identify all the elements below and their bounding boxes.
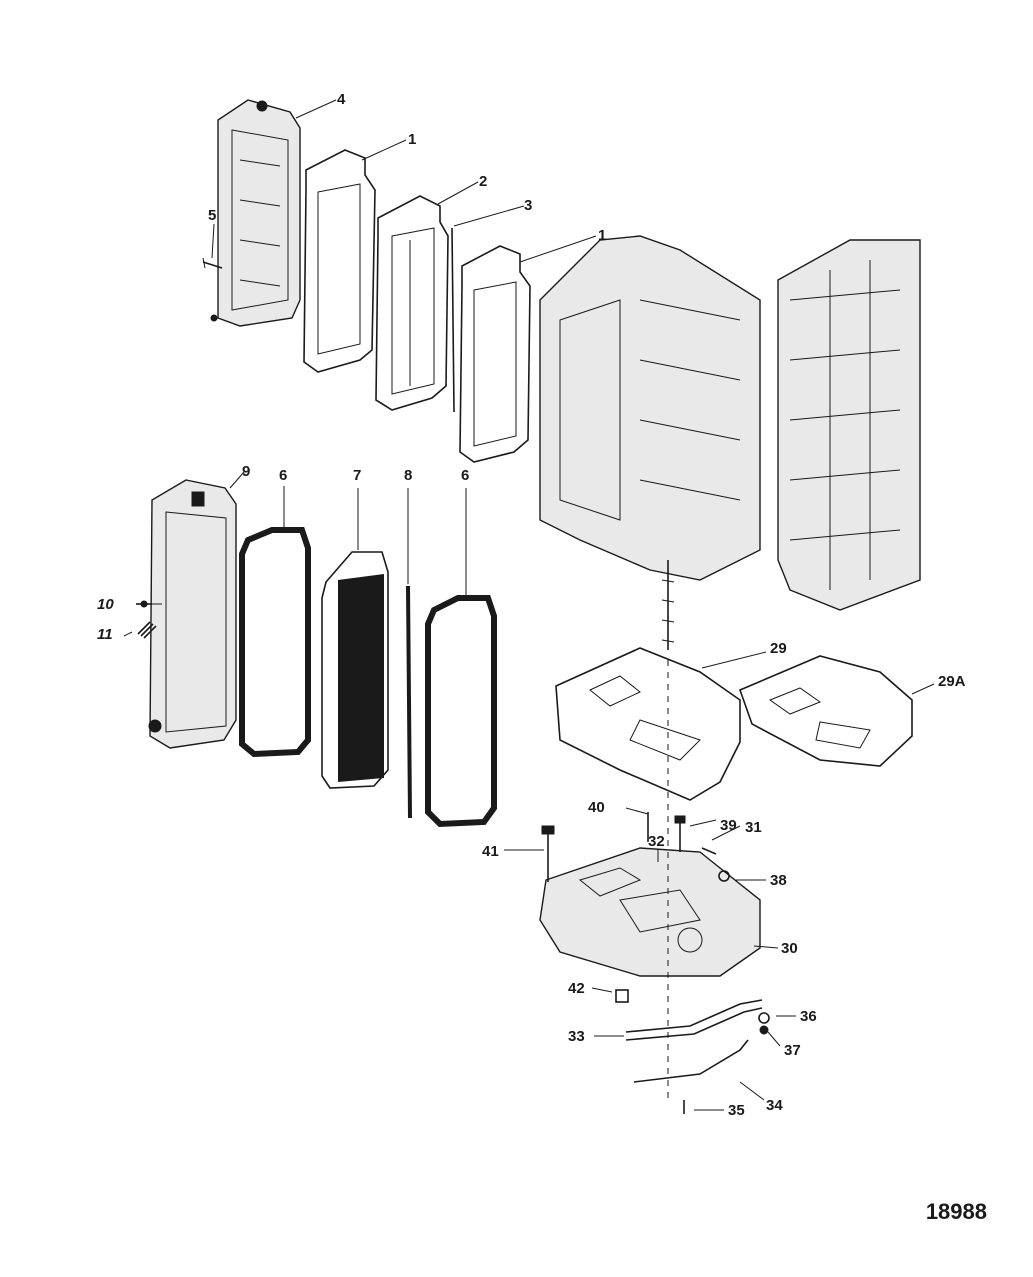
part-3-seal-strip xyxy=(451,227,455,413)
cylinder-block xyxy=(539,235,761,650)
callout-4: 4 xyxy=(337,91,346,108)
diagram-reference-number: 18988 xyxy=(925,1199,987,1224)
callout-10: 10 xyxy=(97,596,114,613)
callout-1-top: 1 xyxy=(408,131,416,148)
part-37-nut xyxy=(759,1025,769,1035)
part-1-gasket-second xyxy=(459,245,531,463)
callout-2: 2 xyxy=(479,173,487,190)
callout-37: 37 xyxy=(784,1042,801,1059)
callout-39: 39 xyxy=(720,817,737,834)
callout-32: 32 xyxy=(648,833,665,850)
part-9-exhaust-cover xyxy=(148,479,237,749)
callout-31: 31 xyxy=(745,819,762,836)
part-41-bolt xyxy=(541,825,555,882)
callout-38: 38 xyxy=(770,872,787,889)
part-7-divider-plate xyxy=(321,551,389,789)
part-1-gasket-top xyxy=(303,149,376,373)
part-11-spring xyxy=(137,621,157,639)
callout-7: 7 xyxy=(353,467,361,484)
callout-labels: 4 1 2 3 1 5 9 6 7 8 6 10 11 29 29A 32 40… xyxy=(97,91,966,1119)
callout-30: 30 xyxy=(781,940,798,957)
part-29-base-gasket xyxy=(555,647,741,801)
callout-29: 29 xyxy=(770,640,787,657)
part-4-exhaust-cover xyxy=(210,99,301,327)
leader-lines xyxy=(123,99,935,1111)
part-39-bolt xyxy=(674,815,686,852)
part-29a-base-gasket xyxy=(738,655,913,767)
callout-33: 33 xyxy=(568,1028,585,1045)
callout-36: 36 xyxy=(800,1008,817,1025)
part-38-grommet xyxy=(718,870,730,882)
part-8-seal-rod xyxy=(406,585,412,819)
part-36-washer xyxy=(758,1012,770,1024)
callout-35: 35 xyxy=(728,1102,745,1119)
crankcase-cover xyxy=(777,239,921,611)
part-34-bracket xyxy=(633,1039,749,1083)
part-31-fitting xyxy=(701,847,717,855)
callout-6-right: 6 xyxy=(461,467,469,484)
callout-40: 40 xyxy=(588,799,605,816)
callout-29a: 29A xyxy=(938,673,966,690)
callout-41: 41 xyxy=(482,843,499,860)
callout-42: 42 xyxy=(568,980,585,997)
part-10-bolt xyxy=(136,600,152,608)
callout-9: 9 xyxy=(242,463,250,480)
callout-34: 34 xyxy=(766,1097,783,1114)
part-6-gasket-right xyxy=(425,595,497,828)
callout-8: 8 xyxy=(404,467,412,484)
part-30-adapter-plate xyxy=(539,847,761,977)
callout-6-left: 6 xyxy=(279,467,287,484)
callout-1-second: 1 xyxy=(598,227,606,244)
part-6-gasket-left xyxy=(239,527,311,758)
part-42-plug xyxy=(615,989,629,1003)
part-2-baffle-plate xyxy=(375,195,449,411)
callout-11: 11 xyxy=(97,626,113,643)
callout-5: 5 xyxy=(208,207,216,224)
part-5-screw xyxy=(202,257,223,269)
part-33-spring-strap xyxy=(625,999,763,1041)
callout-3: 3 xyxy=(524,197,532,214)
